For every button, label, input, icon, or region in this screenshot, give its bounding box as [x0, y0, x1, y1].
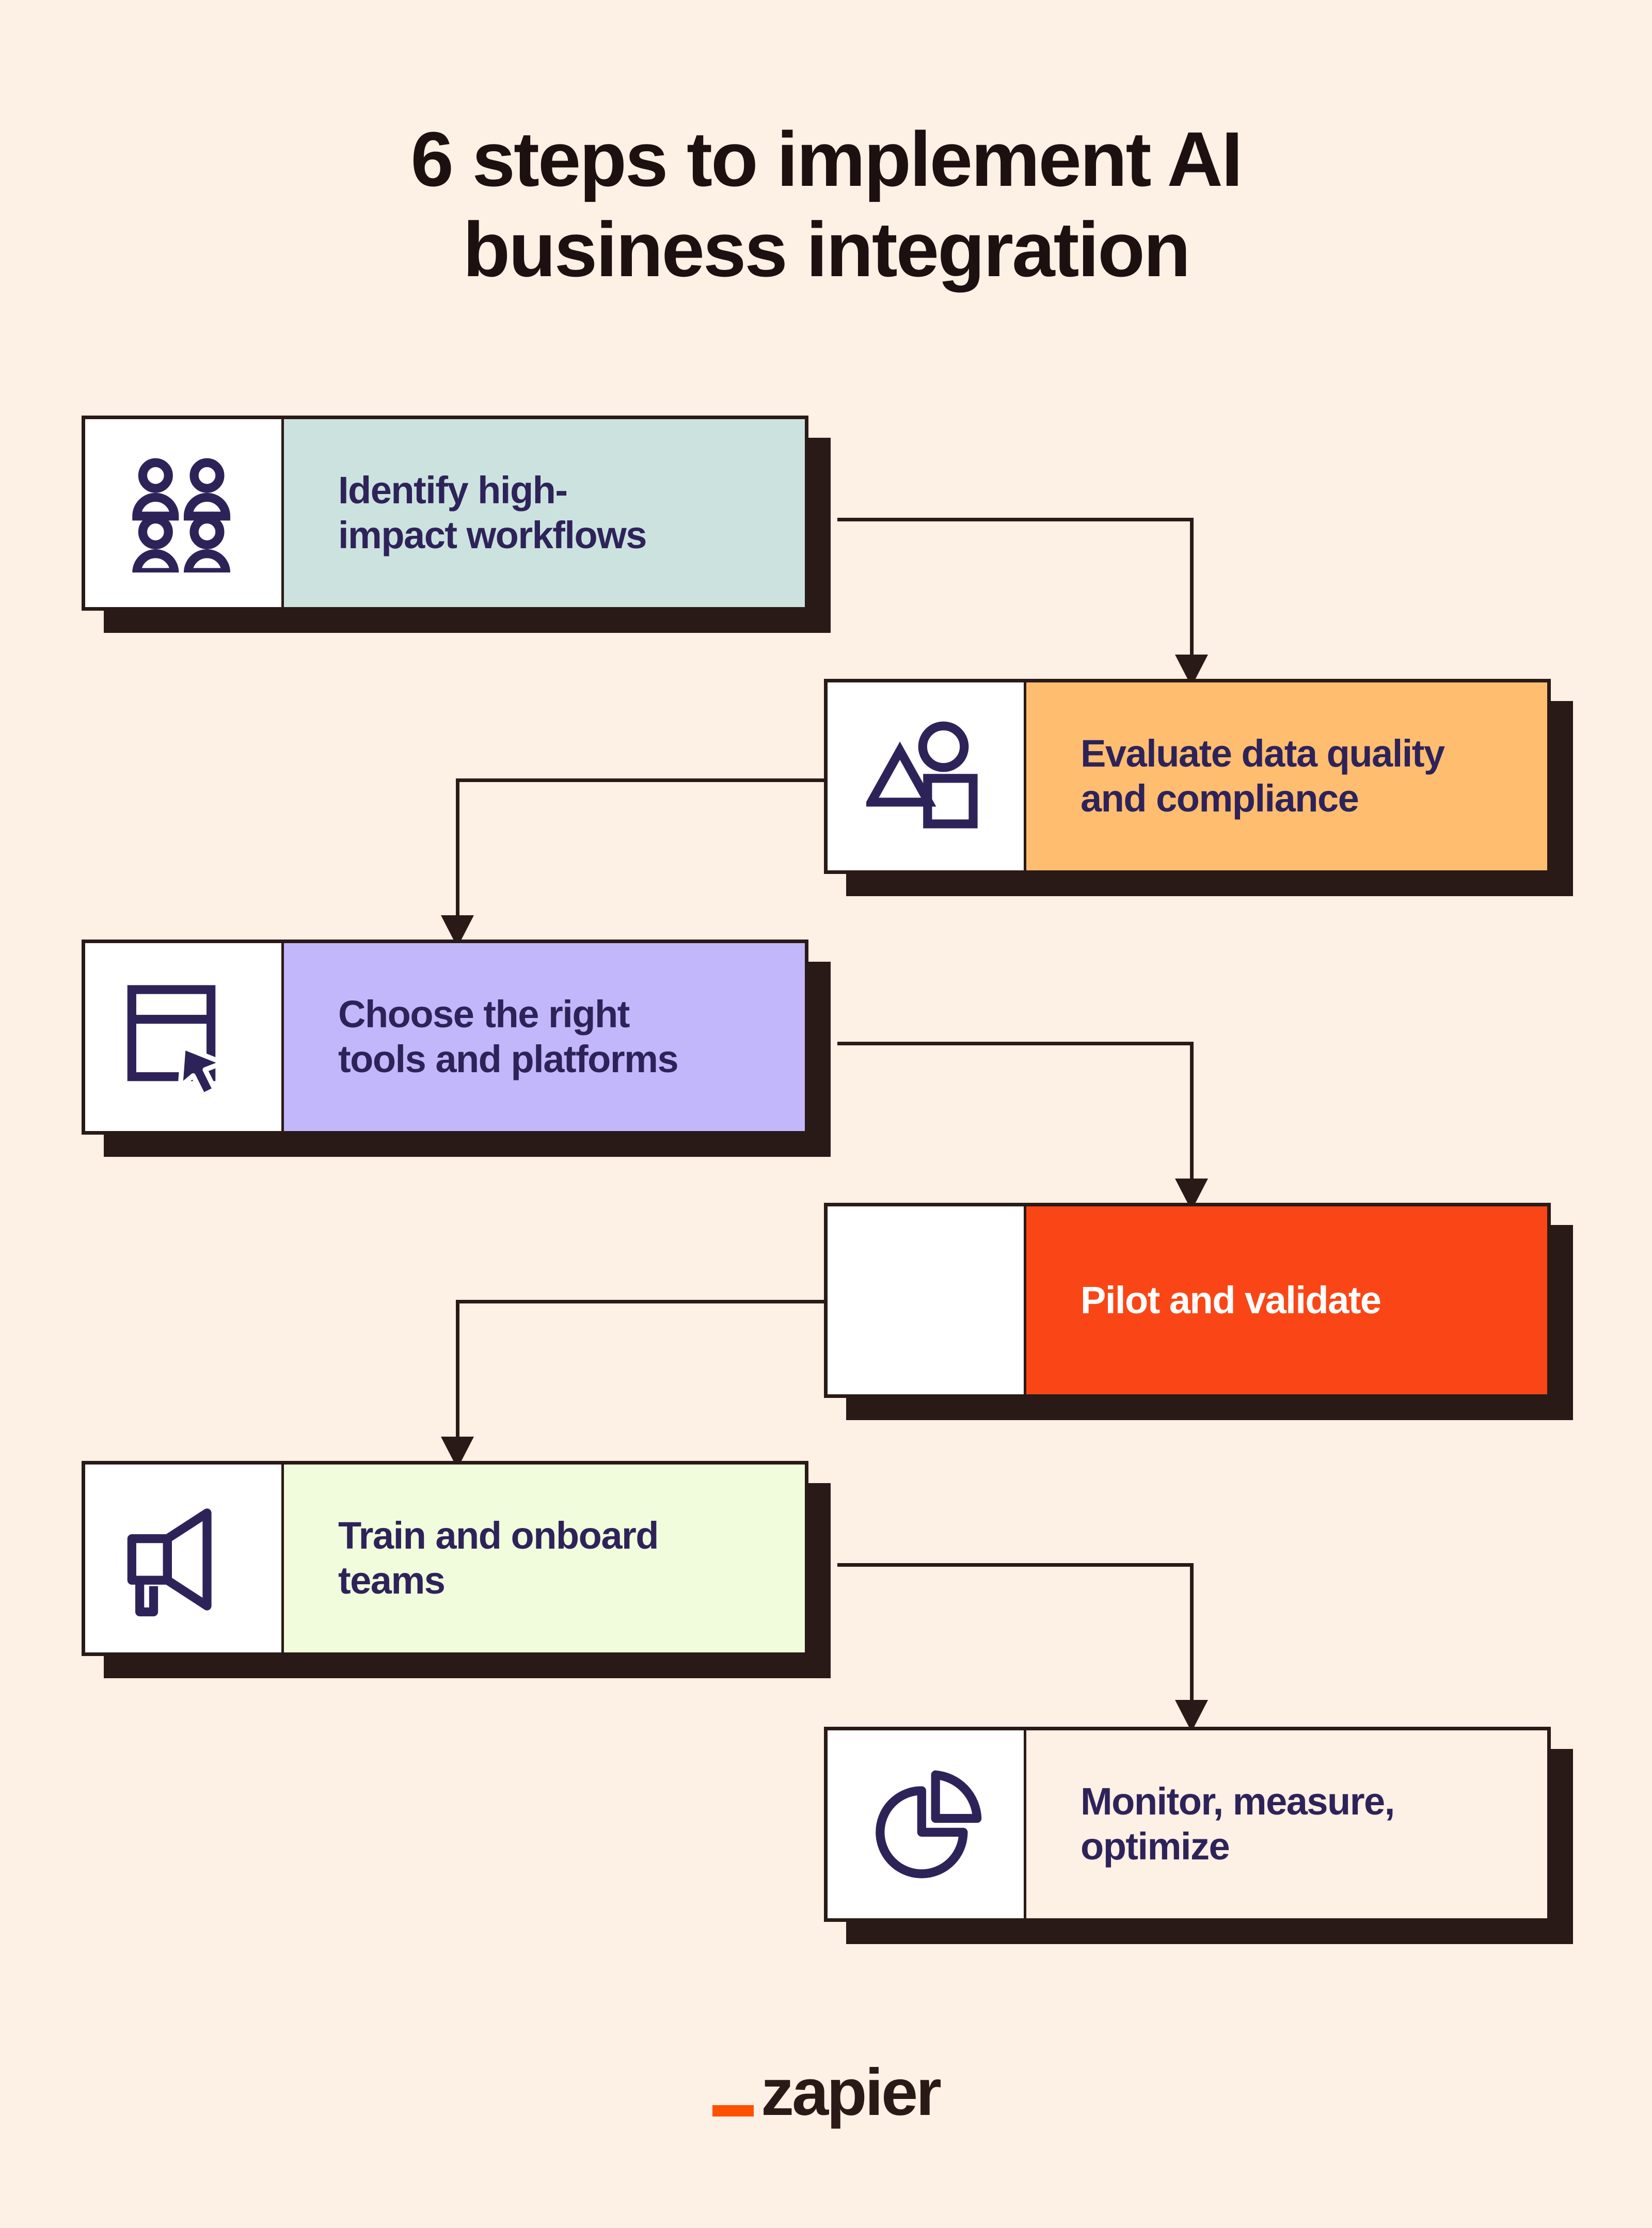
step-card-6-label-line-2: optimize — [1081, 1825, 1230, 1868]
step-card-1-label-line-1: Identify high- — [338, 469, 568, 512]
step-card-1-label-line-2: impact workflows — [338, 514, 647, 556]
step-card-4[interactable]: Pilot and validate — [824, 1203, 1551, 1398]
connector-2-to-3-vertical — [456, 778, 459, 928]
step-card-3-icon-pane — [85, 943, 284, 1131]
step-card-4-text-pane: Pilot and validate — [1026, 1206, 1547, 1394]
shapes-circle-triangle-square-icon — [866, 721, 978, 829]
step-card-6[interactable]: Monitor, measure, optimize — [824, 1727, 1551, 1922]
step-card-2-text-pane: Evaluate data quality and compliance — [1026, 682, 1547, 870]
step-card-2-label-line-1: Evaluate data quality — [1081, 732, 1445, 775]
step-card-1-text-pane: Identify high- impact workflows — [284, 419, 805, 607]
step-card-2-label-line-2: and compliance — [1081, 777, 1359, 820]
connector-5-to-6-vertical — [1190, 1563, 1194, 1713]
pie-chart-icon — [876, 1770, 982, 1879]
step-card-3[interactable]: Choose the right tools and platforms — [82, 940, 808, 1135]
step-card-6-label: Monitor, measure, optimize — [1081, 1779, 1395, 1869]
connector-3-to-4-horizontal — [837, 1042, 1194, 1045]
step-card-4-label: Pilot and validate — [1081, 1278, 1381, 1323]
page-title: 6 steps to implement AI business integra… — [0, 114, 1652, 295]
step-card-5-label-line-1: Train and onboard — [338, 1514, 659, 1557]
step-card-5-text-pane: Train and onboard teams — [284, 1465, 805, 1652]
page-title-line-2: business integration — [463, 206, 1191, 293]
connector-5-to-6-horizontal — [837, 1563, 1194, 1567]
step-card-5-label-line-2: teams — [338, 1559, 446, 1602]
people-group-icon — [132, 458, 231, 572]
connector-4-to-5-horizontal — [456, 1300, 825, 1303]
step-card-5-icon-pane — [85, 1465, 284, 1652]
step-card-6-label-line-1: Monitor, measure, — [1081, 1780, 1395, 1823]
connector-4-to-5-vertical — [456, 1300, 459, 1450]
step-card-2-icon-pane — [828, 682, 1026, 870]
connector-3-to-4-vertical — [1190, 1042, 1194, 1191]
connector-5-to-6-arrowhead — [1175, 1700, 1208, 1732]
step-card-1[interactable]: Identify high- impact workflows — [82, 416, 808, 611]
megaphone-icon — [127, 1508, 212, 1617]
window-cursor-icon — [127, 985, 226, 1096]
step-card-5[interactable]: Train and onboard teams — [82, 1461, 808, 1656]
step-card-6-text-pane: Monitor, measure, optimize — [1026, 1730, 1547, 1918]
zapier-logo: zapier — [0, 2060, 1652, 2126]
zapier-underscore-mark-icon — [712, 2105, 754, 2116]
zapier-wordmark: zapier — [761, 2056, 942, 2129]
step-card-3-label-line-2: tools and platforms — [338, 1038, 679, 1080]
page-title-line-1: 6 steps to implement AI — [410, 115, 1243, 202]
step-card-5-label: Train and onboard teams — [338, 1514, 659, 1603]
step-card-3-label: Choose the right tools and platforms — [338, 992, 679, 1081]
connector-1-to-2-horizontal — [837, 518, 1194, 521]
step-card-1-label: Identify high- impact workflows — [338, 468, 647, 558]
step-card-2[interactable]: Evaluate data quality and compliance — [824, 679, 1551, 874]
step-card-4-icon-pane — [828, 1206, 1026, 1394]
connector-2-to-3-horizontal — [456, 778, 825, 782]
step-card-3-text-pane: Choose the right tools and platforms — [284, 943, 805, 1131]
connector-1-to-2-vertical — [1190, 518, 1194, 667]
step-card-6-icon-pane — [828, 1730, 1026, 1918]
step-card-3-label-line-1: Choose the right — [338, 993, 630, 1036]
step-card-1-icon-pane — [85, 419, 284, 607]
step-card-4-label-line-1: Pilot and validate — [1081, 1278, 1381, 1322]
step-card-2-label: Evaluate data quality and compliance — [1081, 731, 1445, 821]
